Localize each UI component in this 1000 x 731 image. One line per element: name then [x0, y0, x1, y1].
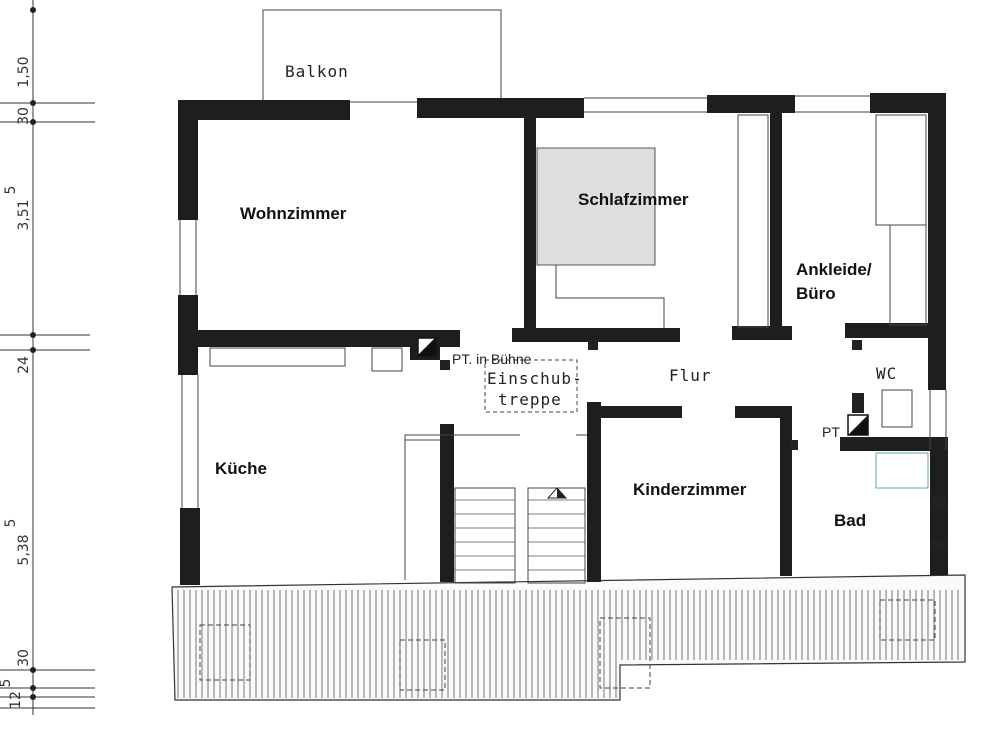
label-pt-buehne: PT. in Bühne [452, 351, 532, 367]
dim-label-living-sup: 5 [3, 186, 19, 195]
roof-hatch [171, 574, 966, 701]
wc-toilet [881, 389, 913, 428]
dim-label-kitchen-sup: 5 [3, 519, 19, 528]
dim-label-living: 3,51 [16, 199, 32, 230]
label-einschub: Einschub- [487, 369, 583, 388]
dim-label-kitchen: 5,38 [16, 534, 32, 565]
staircase-right [527, 487, 586, 584]
bed [536, 147, 656, 266]
fixtures [209, 114, 946, 584]
kitchen-counter [209, 347, 346, 367]
dimension-chain: 1,50 30 3,51 5 24 5,38 5 30 12 5 [0, 0, 95, 715]
label-schlafzimmer: Schlafzimmer [578, 190, 689, 209]
label-wc: WC [876, 364, 897, 383]
windows [179, 95, 947, 508]
balcony-outline [262, 9, 502, 103]
staircase-left [454, 487, 516, 584]
label-kinderzimmer: Kinderzimmer [633, 480, 747, 499]
label-kueche: Küche [215, 459, 267, 478]
label-ankleide: Ankleide/ [796, 260, 872, 279]
room-labels: Balkon Wohnzimmer Schlafzimmer Ankleide/… [215, 62, 897, 530]
label-treppe: treppe [498, 390, 562, 409]
label-buero: Büro [796, 284, 836, 303]
label-flur: Flur [669, 366, 712, 385]
label-bad: Bad [834, 511, 866, 530]
dim-label-balcony: 1,50 [16, 56, 32, 87]
label-pt-wc: PT [822, 424, 840, 440]
dim-label-wall-bottom: 30 [16, 649, 32, 667]
label-balkon: Balkon [285, 62, 349, 81]
bath-tub [875, 452, 929, 489]
dim-label-eave-sup: 5 [0, 679, 14, 688]
attic-hatch [484, 359, 578, 413]
kitchen-stove [371, 347, 403, 372]
dim-label-wall-top: 30 [16, 107, 32, 125]
dim-label-eave: 12 [8, 691, 24, 709]
dim-label-interior-wall: 24 [16, 356, 32, 374]
label-wohnzimmer: Wohnzimmer [240, 204, 347, 223]
